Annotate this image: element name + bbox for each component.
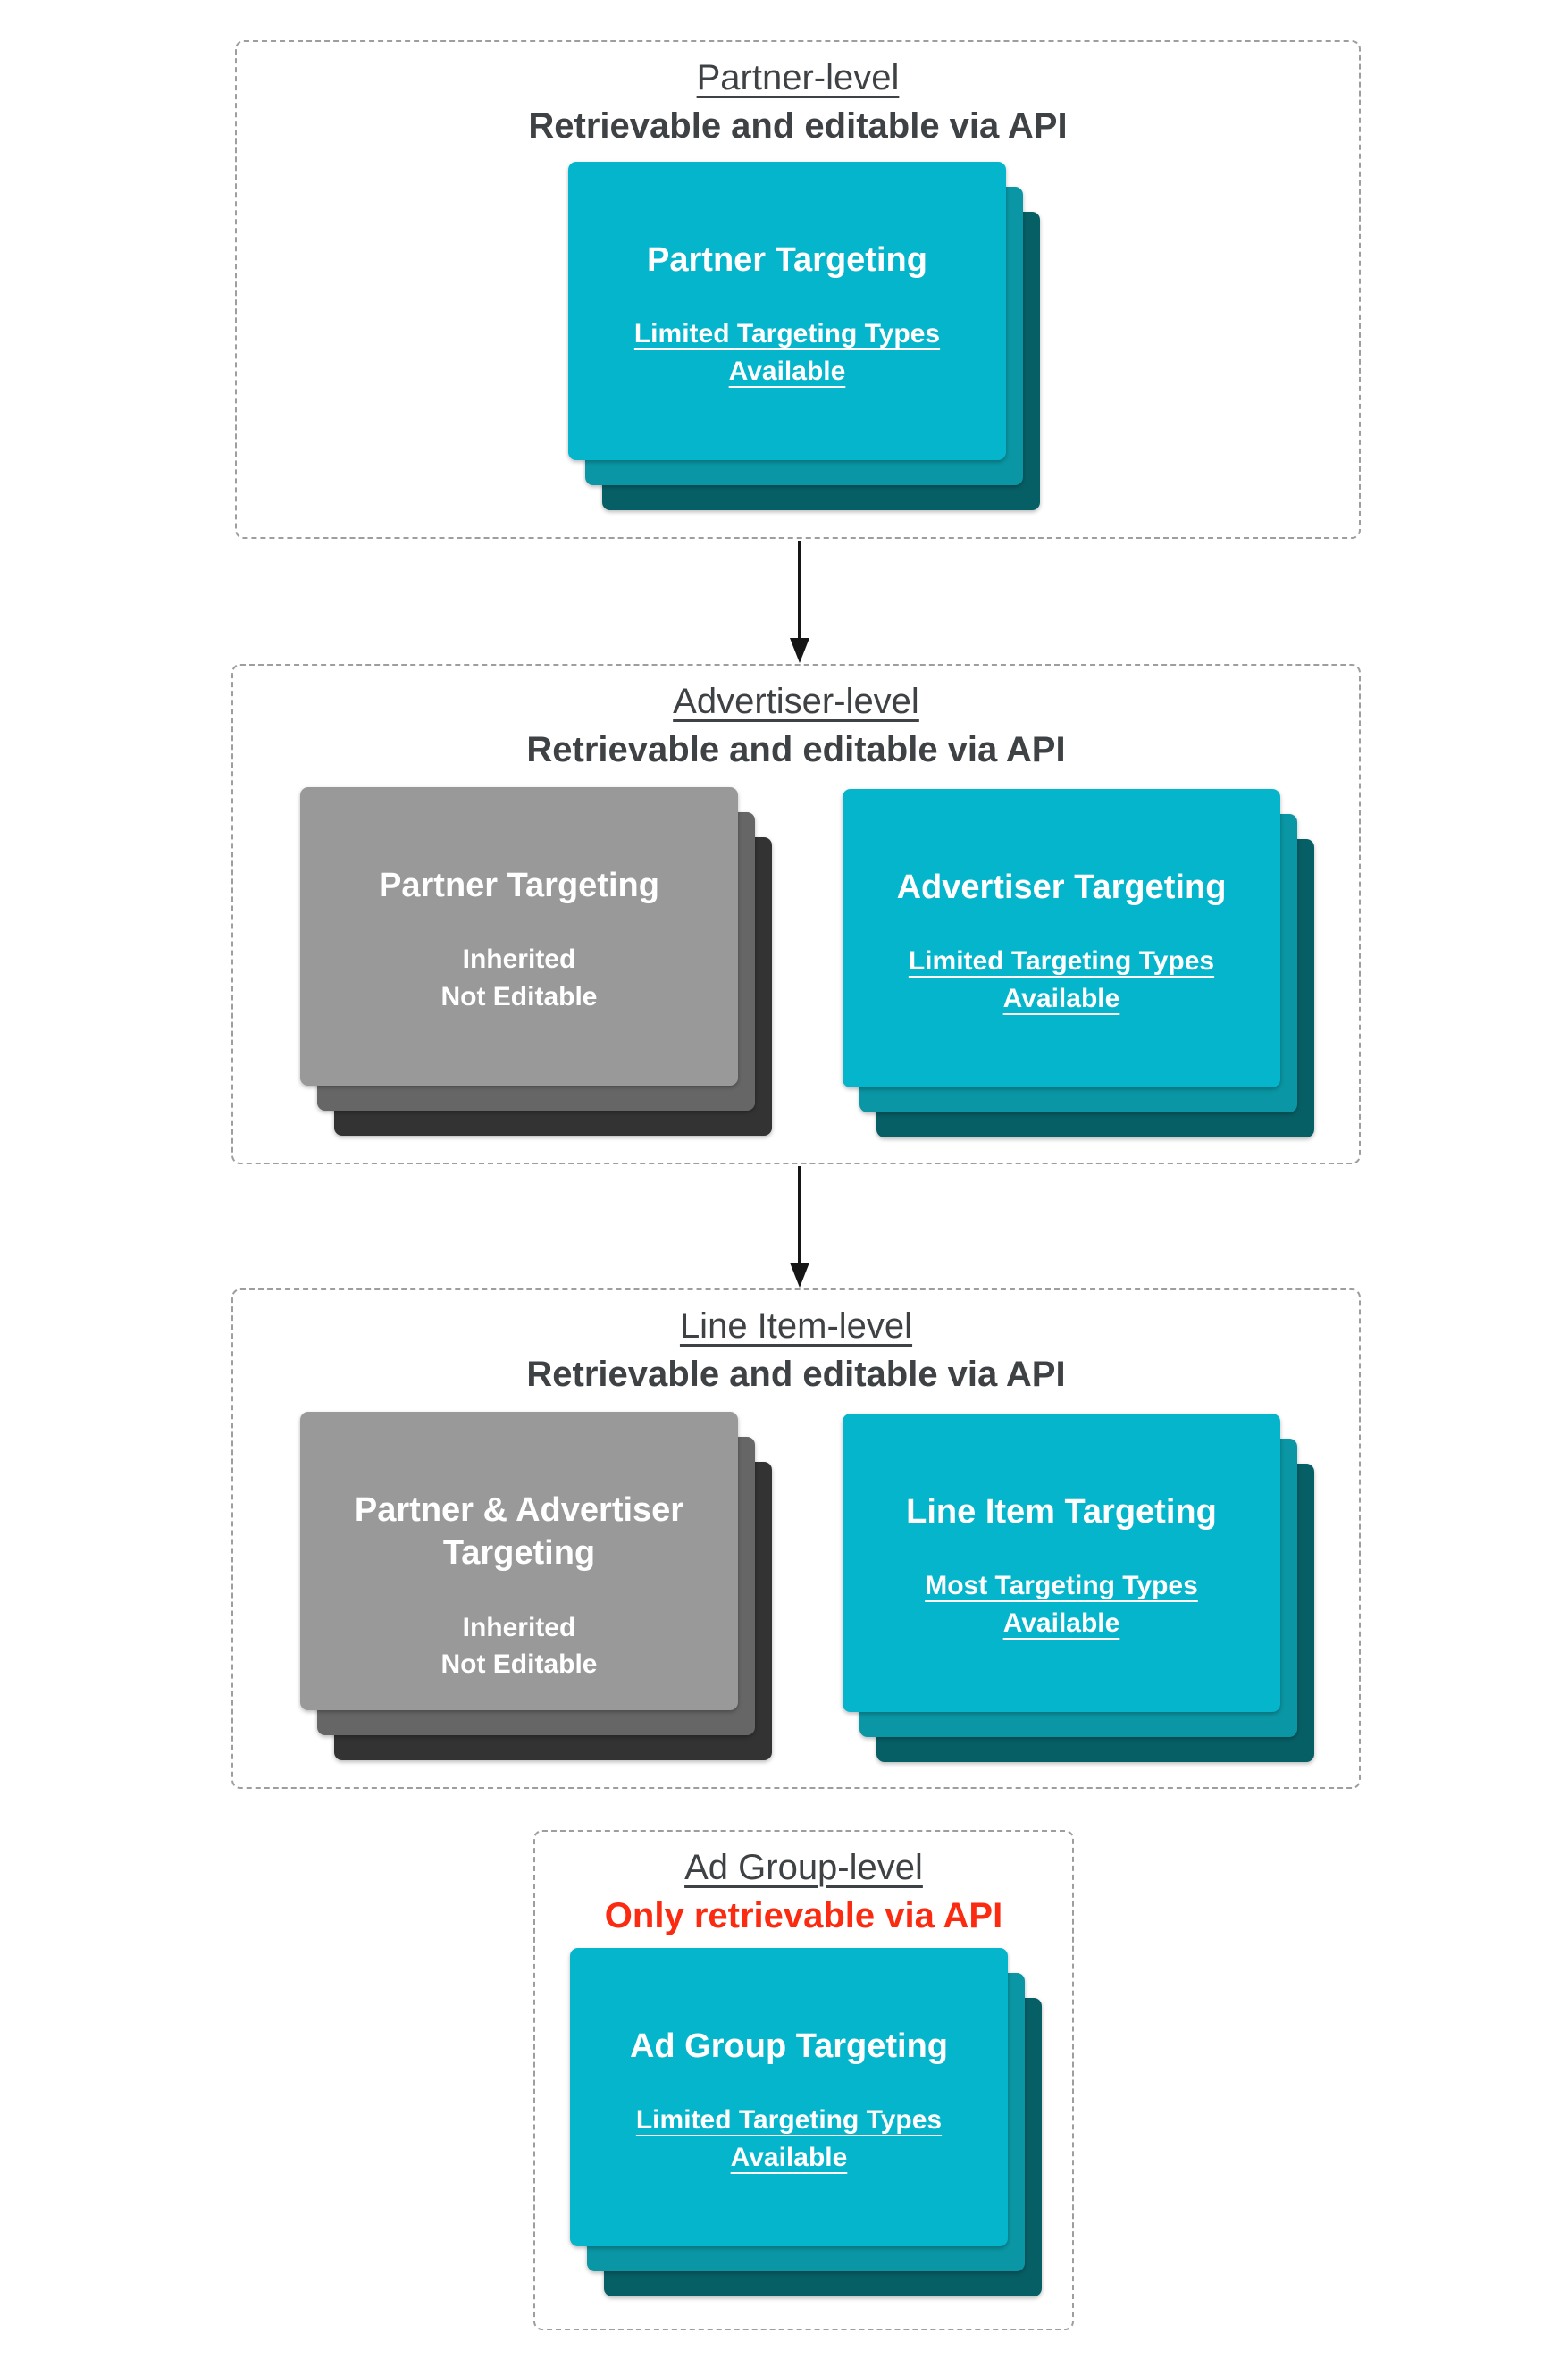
card-line-item-targeting: Line Item Targeting Most Targeting Types… <box>843 1414 1280 1712</box>
section-title: Partner-level <box>696 58 900 97</box>
section-title: Line Item-level <box>679 1306 913 1346</box>
card-title-line: Targeting <box>442 1534 596 1573</box>
card-subtitle: Limited Targeting Types Available <box>636 2102 942 2176</box>
section-header: Line Item-level Retrievable and editable… <box>233 1305 1359 1397</box>
card-subtitle-line: Not Editable <box>440 981 598 1011</box>
card-title-line: Partner Targeting <box>379 867 659 904</box>
card-title-line: Ad Group Targeting <box>629 2027 949 2065</box>
card-title-line: Partner & Advertiser <box>354 1491 684 1529</box>
flow-arrow-down-icon <box>790 541 809 663</box>
card-subtitle-line: Limited Targeting Types <box>908 946 1215 977</box>
card-ad-group-targeting: Ad Group Targeting Limited Targeting Typ… <box>570 1948 1008 2246</box>
section-partner-level: Partner-level Retrievable and editable v… <box>235 40 1361 539</box>
card-title: Line Item Targeting <box>906 1490 1217 1533</box>
card-title: Ad Group Targeting <box>630 2025 948 2068</box>
section-title: Advertiser-level <box>673 682 919 721</box>
section-header: Ad Group-level Only retrievable via API <box>535 1846 1072 1938</box>
card-subtitle-line: Limited Targeting Types <box>635 2105 943 2136</box>
section-header: Advertiser-level Retrievable and editabl… <box>233 680 1359 772</box>
card-stack-advertiser-targeting: Advertiser Targeting Limited Targeting T… <box>843 789 1314 1137</box>
card-subtitle-line: Inherited <box>462 1612 576 1642</box>
card-subtitle-line: Available <box>730 2142 848 2172</box>
section-ad-group-level: Ad Group-level Only retrievable via API … <box>533 1830 1074 2330</box>
card-subtitle-line: Inherited <box>462 944 576 975</box>
card-subtitle-line: Not Editable <box>440 1649 598 1679</box>
flow-arrow-down-icon <box>790 1166 809 1288</box>
card-partner-advertiser-targeting-inherited: Partner & Advertiser Targeting Inherited… <box>300 1412 738 1710</box>
card-subtitle: Inherited Not Editable <box>440 1609 597 1683</box>
card-subtitle: Limited Targeting Types Available <box>634 315 940 390</box>
card-subtitle-line: Available <box>1002 983 1120 1013</box>
card-subtitle-line: Available <box>728 356 846 386</box>
card-subtitle-line: Available <box>1002 1607 1120 1638</box>
card-stack-ad-group-targeting: Ad Group Targeting Limited Targeting Typ… <box>570 1948 1042 2296</box>
card-title: Advertiser Targeting <box>897 866 1227 909</box>
section-header: Partner-level Retrievable and editable v… <box>237 56 1359 148</box>
card-title: Partner Targeting <box>647 239 927 281</box>
card-title-line: Partner Targeting <box>647 241 927 279</box>
card-partner-targeting-inherited: Partner Targeting Inherited Not Editable <box>300 787 738 1086</box>
section-title: Ad Group-level <box>684 1848 923 1887</box>
card-subtitle-line: Most Targeting Types <box>925 1571 1198 1601</box>
card-title: Partner Targeting <box>379 864 659 907</box>
section-advertiser-level: Advertiser-level Retrievable and editabl… <box>231 664 1361 1164</box>
card-subtitle: Limited Targeting Types Available <box>909 943 1214 1017</box>
card-subtitle: Inherited Not Editable <box>440 941 597 1015</box>
section-subtitle: Retrievable and editable via API <box>528 105 1068 146</box>
card-subtitle-line: Limited Targeting Types <box>633 319 941 349</box>
card-stack-partner-targeting: Partner Targeting Limited Targeting Type… <box>568 162 1040 510</box>
section-line-item-level: Line Item-level Retrievable and editable… <box>231 1288 1361 1789</box>
card-stack-inherited-partner-advertiser-targeting: Partner & Advertiser Targeting Inherited… <box>300 1412 772 1760</box>
card-stack-line-item-targeting: Line Item Targeting Most Targeting Types… <box>843 1414 1314 1762</box>
section-subtitle: Retrievable and editable via API <box>526 729 1066 769</box>
card-title-line: Advertiser Targeting <box>896 869 1227 906</box>
card-partner-targeting: Partner Targeting Limited Targeting Type… <box>568 162 1006 460</box>
card-title: Partner & Advertiser Targeting <box>355 1489 683 1575</box>
section-subtitle: Only retrievable via API <box>604 1895 1003 1935</box>
card-title-line: Line Item Targeting <box>906 1493 1217 1531</box>
card-advertiser-targeting: Advertiser Targeting Limited Targeting T… <box>843 789 1280 1087</box>
section-subtitle: Retrievable and editable via API <box>526 1354 1066 1394</box>
card-subtitle: Most Targeting Types Available <box>925 1567 1198 1641</box>
card-stack-inherited-partner-targeting: Partner Targeting Inherited Not Editable <box>300 787 772 1136</box>
